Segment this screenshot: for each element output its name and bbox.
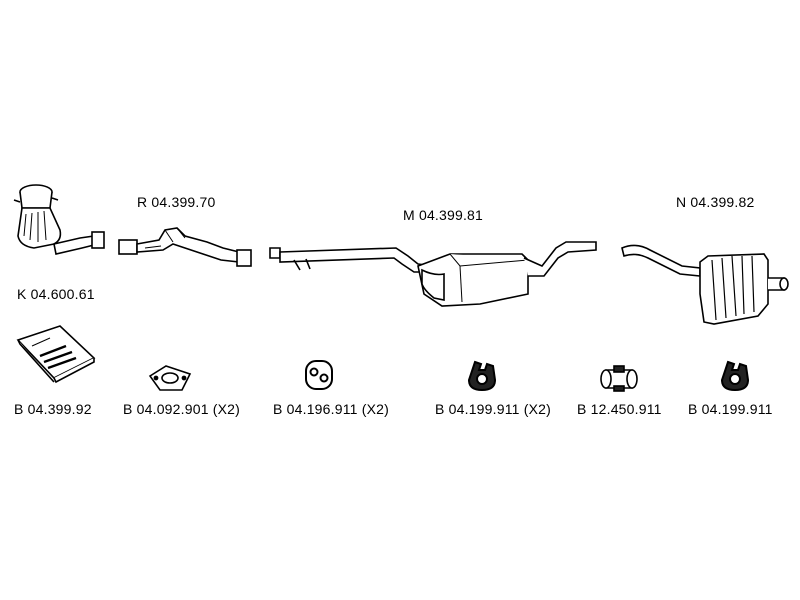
catalyst-label: K 04.600.61 <box>17 286 95 302</box>
accessory-label-3: B 04.196.911 (X2) <box>273 401 389 417</box>
heat-shield-drawing[interactable] <box>14 322 98 384</box>
middle-silencer-label: M 04.399.81 <box>403 207 484 223</box>
front-pipe-drawing[interactable] <box>115 222 255 272</box>
hanger-single-drawing[interactable] <box>718 358 752 392</box>
accessory-label-4: B 04.199.911 (X2) <box>435 401 551 417</box>
accessory-label-2: B 04.092.901 (X2) <box>123 401 241 417</box>
rear-silencer-label: N 04.399.82 <box>676 194 755 210</box>
accessory-label-6: B 04.199.911 <box>688 401 773 417</box>
clamp-drawing[interactable] <box>598 364 640 392</box>
catalyst-drawing[interactable] <box>8 178 108 273</box>
rear-silencer-drawing[interactable] <box>616 238 792 334</box>
front-pipe-label: R 04.399.70 <box>137 194 216 210</box>
accessory-label-5: B 12.450.911 <box>577 401 662 417</box>
hanger-drawing[interactable] <box>465 358 499 392</box>
gasket-drawing[interactable] <box>146 362 194 394</box>
rubber-mount-drawing[interactable] <box>303 358 335 392</box>
middle-silencer-drawing[interactable] <box>266 236 602 320</box>
accessory-label-1: B 04.399.92 <box>14 401 92 417</box>
